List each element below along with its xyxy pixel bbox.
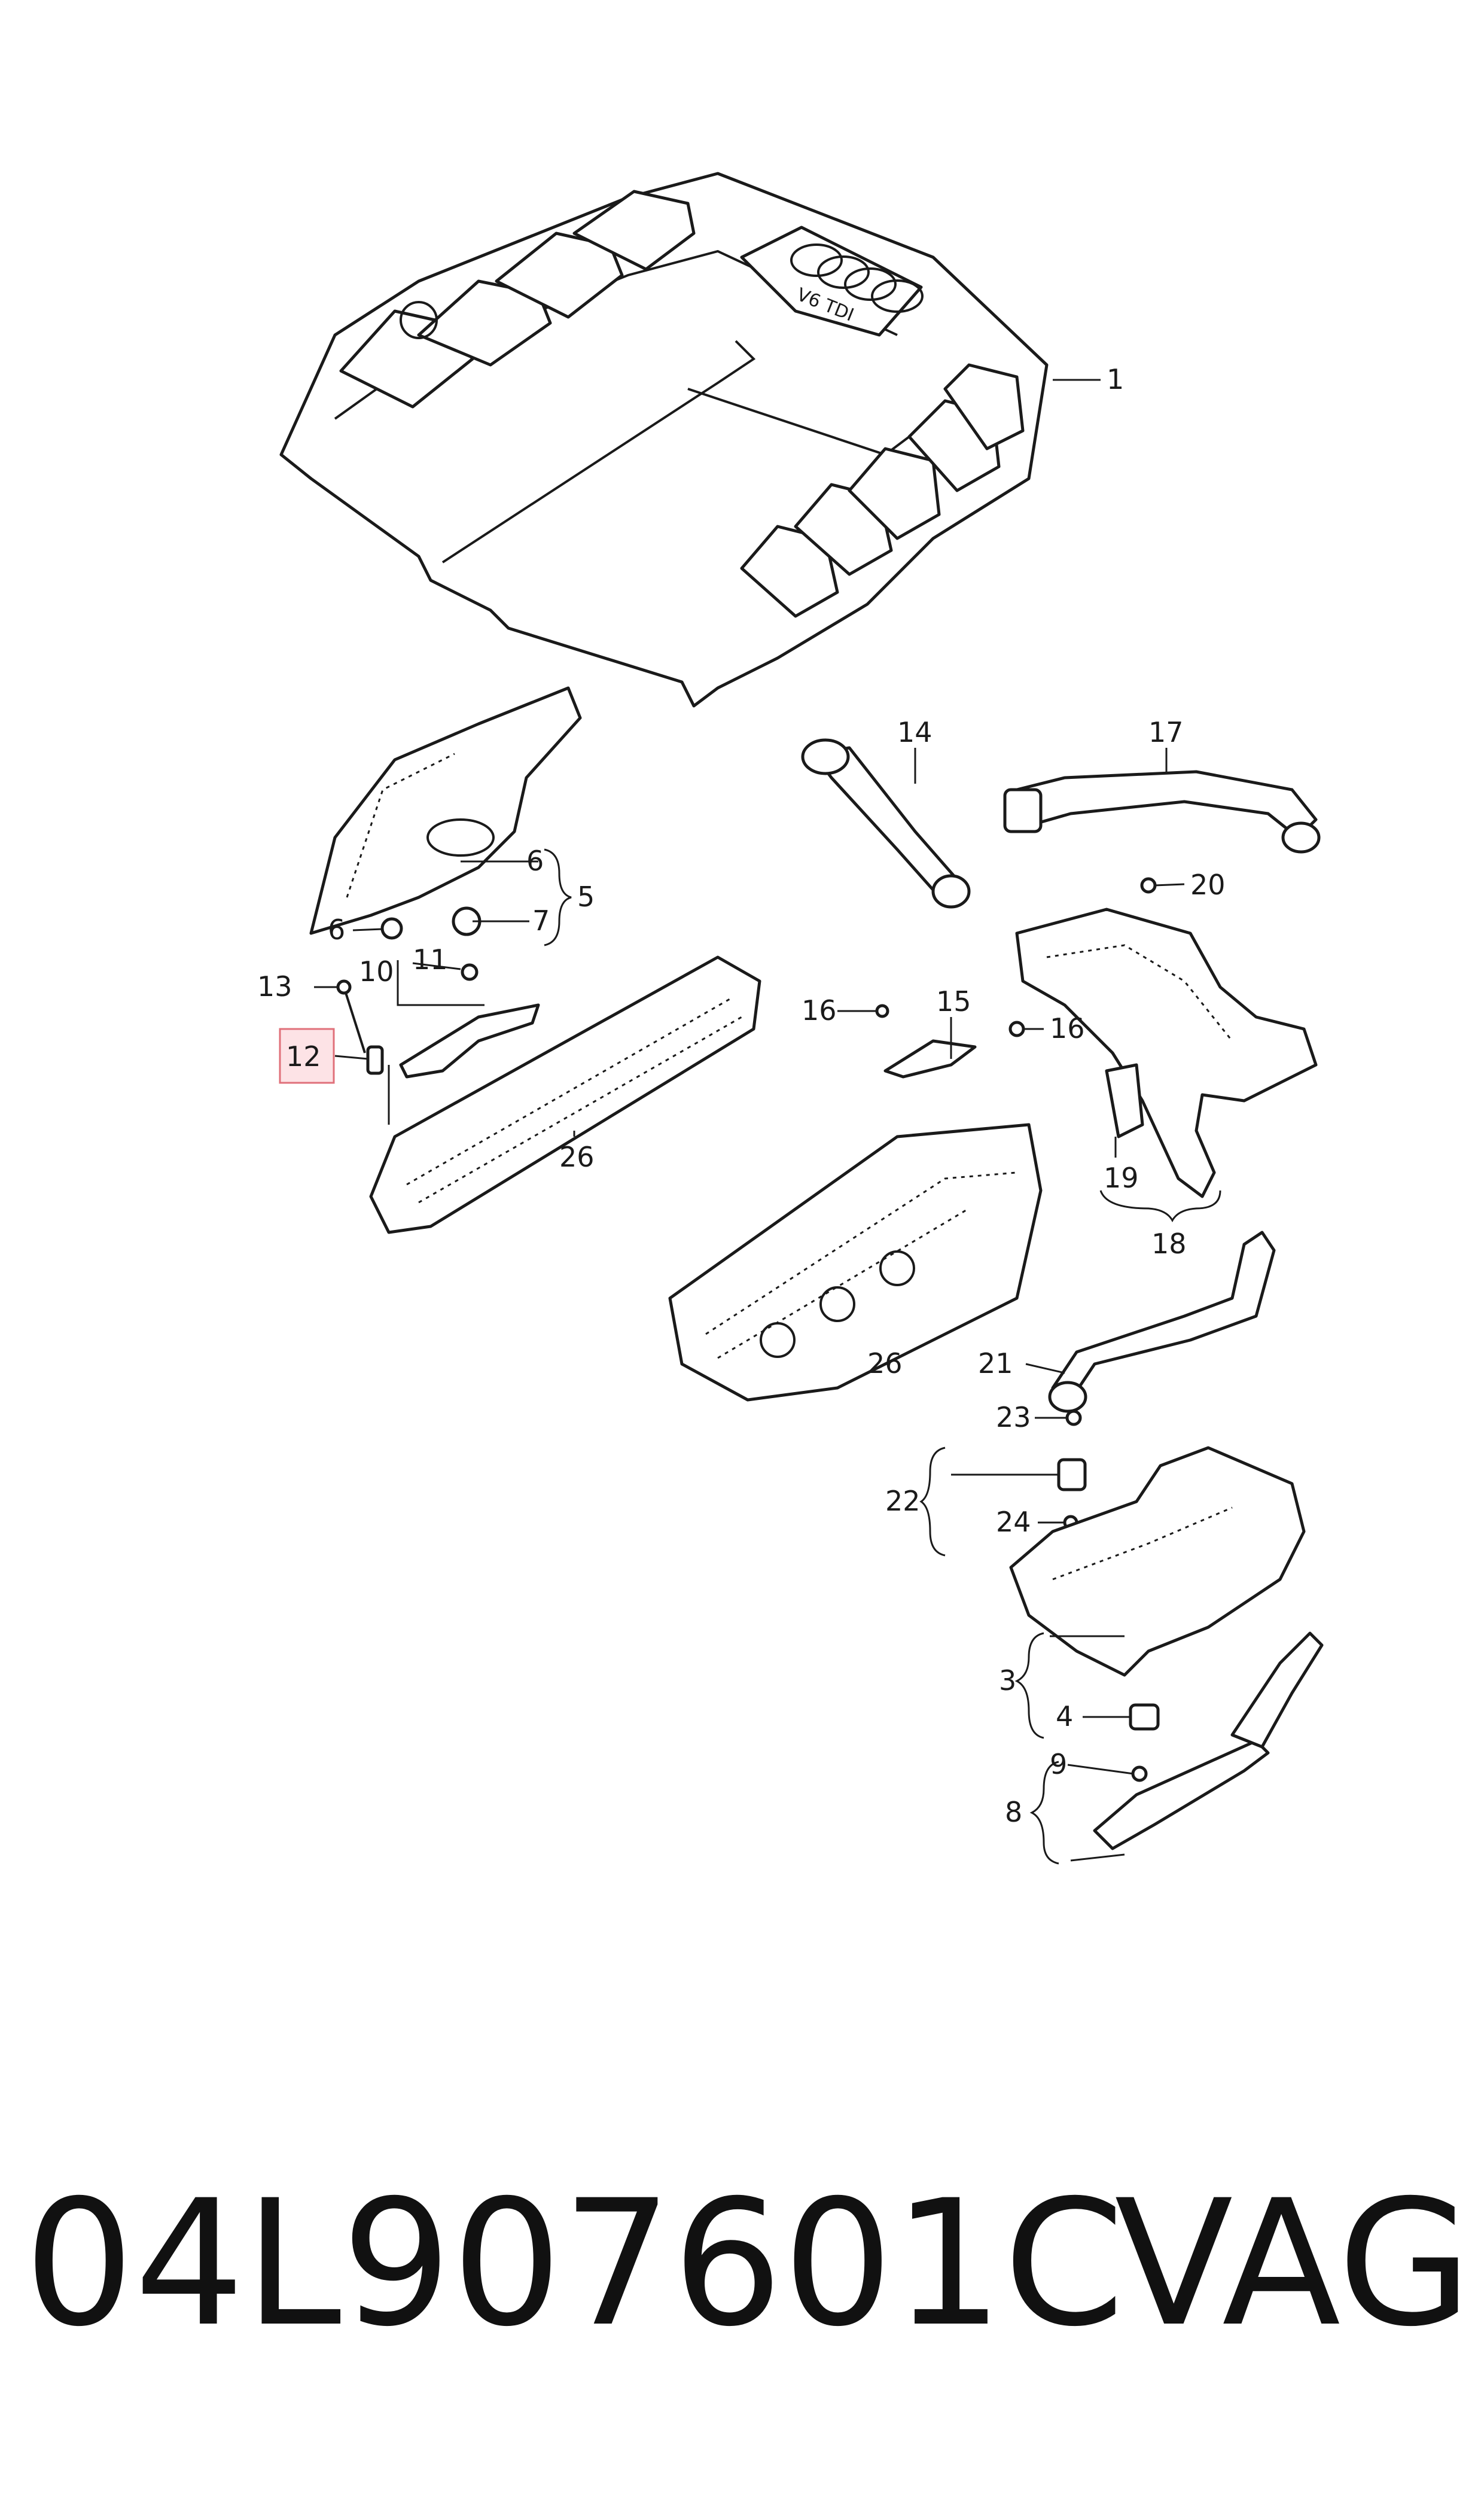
callout-20: 20 [1190,869,1226,901]
callout-12: 12 [286,1040,321,1073]
callout-21: 21 [978,1347,1013,1380]
callout-4: 4 [1056,1700,1073,1733]
callout-8: 8 [1005,1796,1022,1828]
callout-19: 19 [1104,1162,1139,1194]
small-bracket [875,1004,1025,1079]
heat-shield [399,963,540,1079]
crankcase-hose [1003,770,1321,854]
pressure-valve [1057,1409,1087,1530]
callout-26b: 26 [867,1347,903,1380]
callout-16b: 16 [1050,1012,1085,1045]
callout-23: 23 [996,1401,1031,1433]
callout-22: 22 [885,1485,921,1517]
callout-26a: 26 [559,1141,595,1173]
oil-separator [1015,877,1318,1198]
callout-13: 13 [257,970,292,1003]
callout-14: 14 [897,716,933,748]
callout-9: 9 [1050,1748,1067,1780]
leader-lines [314,379,1221,1865]
vent-hose [1048,1231,1276,1413]
cover-ribs-left [339,190,696,409]
callout-1: 1 [1107,363,1124,395]
highlighted-callout-box [279,1028,335,1084]
exploded-parts-diagram: V6 TDI [257,172,1324,1865]
audi-rings-logo [790,243,924,313]
sensor-and-bolt [336,979,384,1075]
cover-ribs-right [740,363,1025,618]
callout-3: 3 [999,1664,1016,1697]
callout-11: 11 [413,943,448,976]
callout-17: 17 [1148,716,1184,748]
callout-10: 10 [359,955,394,988]
engine-cover: V6 TDI [279,172,1049,708]
callout-24: 24 [996,1506,1031,1538]
lower-cover [1009,1446,1306,1677]
callout-6a: 6 [526,845,544,877]
callout-18: 18 [1151,1228,1187,1260]
breather-hose [801,738,971,909]
callout-6b: 6 [328,914,345,946]
callout-16a: 16 [802,994,837,1027]
callout-5: 5 [577,881,595,913]
callout-7: 7 [532,905,550,937]
brand-label: VAG [1114,2163,1472,2365]
cylinder-head-upper [369,955,761,1234]
lower-bracket [1093,1631,1324,1850]
upper-bracket [309,686,582,940]
callout-labels: 1 14 17 20 6 5 6 7 11 10 13 12 26 16 15 … [257,363,1226,1828]
cylinder-head-lower [668,1123,1043,1402]
part-number: 04L907601C [24,2163,1125,2365]
callout-15: 15 [936,985,971,1018]
